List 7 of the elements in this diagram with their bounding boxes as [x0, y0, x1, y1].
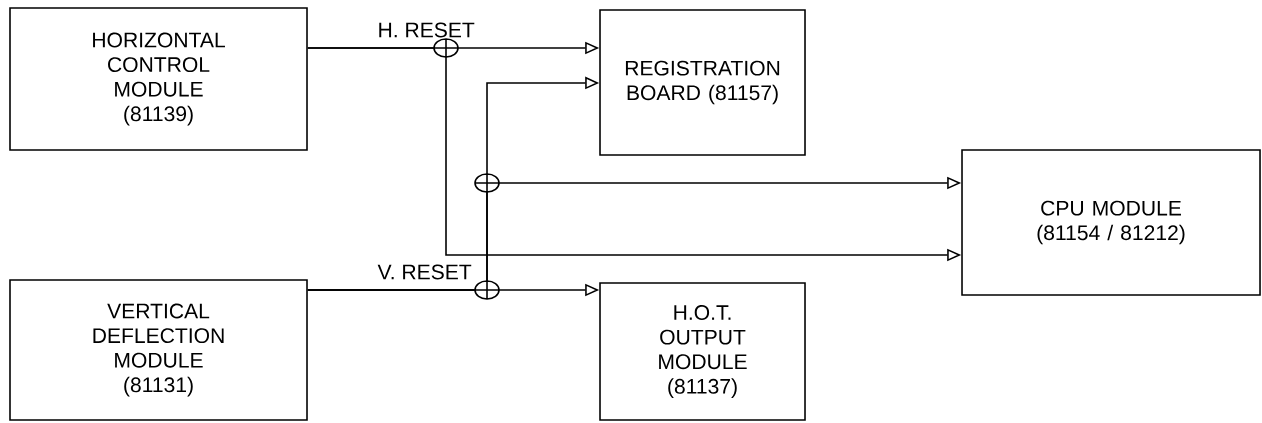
- module-box: HORIZONTAL CONTROL MODULE (81139): [9, 7, 308, 151]
- module-box: REGISTRATION BOARD (81157): [599, 9, 806, 156]
- module-box: H.O.T. OUTPUT MODULE (81137): [599, 282, 806, 421]
- signal-label: H. RESET: [379, 22, 475, 38]
- module-box: VERTICAL DEFLECTION MODULE (81131): [9, 279, 308, 421]
- signal-label: V. RESET: [377, 264, 472, 280]
- module-box: CPU MODULE (81154 / 81212): [961, 149, 1261, 296]
